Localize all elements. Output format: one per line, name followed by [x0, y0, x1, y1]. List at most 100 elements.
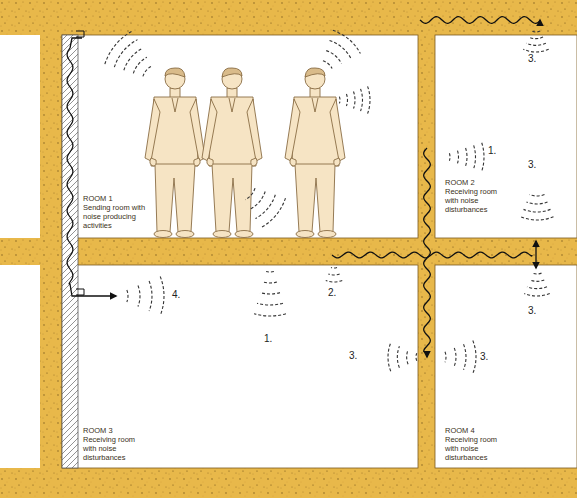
hand	[207, 158, 213, 166]
wall-lining	[62, 35, 78, 468]
sound-wave	[397, 346, 399, 367]
sound-wave	[328, 274, 339, 275]
sound-wave	[266, 271, 274, 273]
sound-wave	[473, 341, 476, 374]
shoe	[318, 231, 336, 238]
sound-wave	[388, 343, 391, 371]
hand	[334, 158, 340, 166]
sound-wave	[254, 314, 286, 316]
person-figure	[202, 68, 262, 238]
collar	[172, 98, 178, 112]
callout-number: 3.	[528, 160, 536, 170]
collar	[229, 98, 235, 112]
sound-wave	[466, 148, 467, 166]
room-name: ROOM 2	[445, 178, 507, 187]
sound-wave	[527, 287, 547, 289]
sound-wave	[333, 30, 361, 53]
room-space	[62, 35, 418, 238]
sound-wave	[105, 31, 133, 64]
sound-wave	[326, 280, 342, 282]
flanking-path	[70, 284, 116, 296]
hand	[290, 158, 296, 166]
outer-wall	[40, 0, 62, 498]
room-description: Receiving room with noise disturbances	[445, 435, 507, 462]
floor-slab	[0, 238, 577, 265]
sound-wave	[160, 277, 164, 316]
outside-space	[0, 0, 40, 498]
room-name: ROOM 1	[83, 194, 147, 203]
sound-wave	[368, 86, 370, 113]
callout-number: 3.	[528, 54, 536, 64]
sound-wave	[449, 153, 451, 160]
trousers	[155, 164, 195, 232]
fixing-bracket	[76, 289, 84, 295]
sound-wave	[457, 151, 458, 164]
room-name: ROOM 3	[83, 426, 145, 435]
sound-wave	[415, 353, 417, 360]
room-space	[62, 265, 418, 468]
sound-wave	[533, 273, 542, 275]
hair	[165, 68, 185, 77]
callout-number: 3.	[480, 352, 488, 362]
sound-wave	[133, 57, 146, 73]
sound-wave	[245, 188, 255, 199]
arm	[202, 99, 217, 161]
sound-wave	[407, 350, 408, 364]
flanking-path	[426, 352, 427, 357]
bottom-slab	[0, 468, 577, 498]
room-description: Receiving room with noise disturbances	[83, 435, 145, 462]
transmission-paths	[67, 17, 540, 357]
bottom-slab-end	[0, 468, 40, 498]
room-name: ROOM 4	[445, 426, 507, 435]
sound-wave	[330, 40, 351, 58]
sound-wave	[127, 290, 128, 302]
sound-wave	[526, 43, 546, 45]
sound-wave	[260, 293, 280, 294]
sound-wave	[260, 198, 285, 228]
sound-wave	[474, 145, 476, 168]
person-figure	[285, 68, 345, 238]
room-label: ROOM 3Receiving room with noise disturba…	[83, 426, 145, 462]
callout-number: 4.	[172, 290, 180, 300]
sound-wave	[361, 89, 363, 111]
hand	[194, 158, 200, 166]
sound-wave	[521, 217, 554, 220]
room: ROOM 1Sending room with noise producing …	[80, 35, 418, 238]
hand	[150, 158, 156, 166]
shoe	[154, 231, 172, 238]
room-description: Receiving room with noise disturbances	[445, 187, 507, 214]
flanking-path	[424, 148, 431, 352]
sound-wave	[250, 191, 265, 209]
sound-wave	[353, 91, 355, 108]
top-slab	[0, 0, 577, 35]
flanking-path	[420, 17, 540, 24]
sound-wave	[346, 94, 347, 106]
sound-wave	[482, 143, 484, 171]
sound-wave	[138, 286, 140, 307]
flanking-path	[535, 255, 536, 268]
neck	[227, 88, 237, 98]
sound-wave	[326, 51, 341, 64]
hair	[222, 68, 242, 77]
flanking-path	[332, 252, 532, 258]
sound-wave	[143, 66, 152, 76]
sound-wave	[149, 281, 152, 311]
sound-wave	[532, 31, 540, 33]
callout-number: 1.	[488, 146, 496, 156]
room: ROOM 3Receiving room with noise disturba…	[80, 265, 418, 468]
neck	[170, 88, 180, 98]
sound-wave	[114, 40, 137, 68]
collar	[312, 98, 318, 112]
sound-wave	[331, 267, 337, 269]
partition-wall	[418, 0, 435, 498]
callout-number: 3.	[349, 351, 357, 361]
sound-wave	[464, 344, 466, 369]
hair	[305, 68, 325, 77]
sound-wave	[454, 348, 456, 366]
callout-number: 3.	[528, 306, 536, 316]
flanking-path	[535, 241, 536, 255]
trousers	[295, 164, 335, 232]
sound-wave	[530, 195, 545, 196]
sound-waves	[105, 30, 554, 373]
